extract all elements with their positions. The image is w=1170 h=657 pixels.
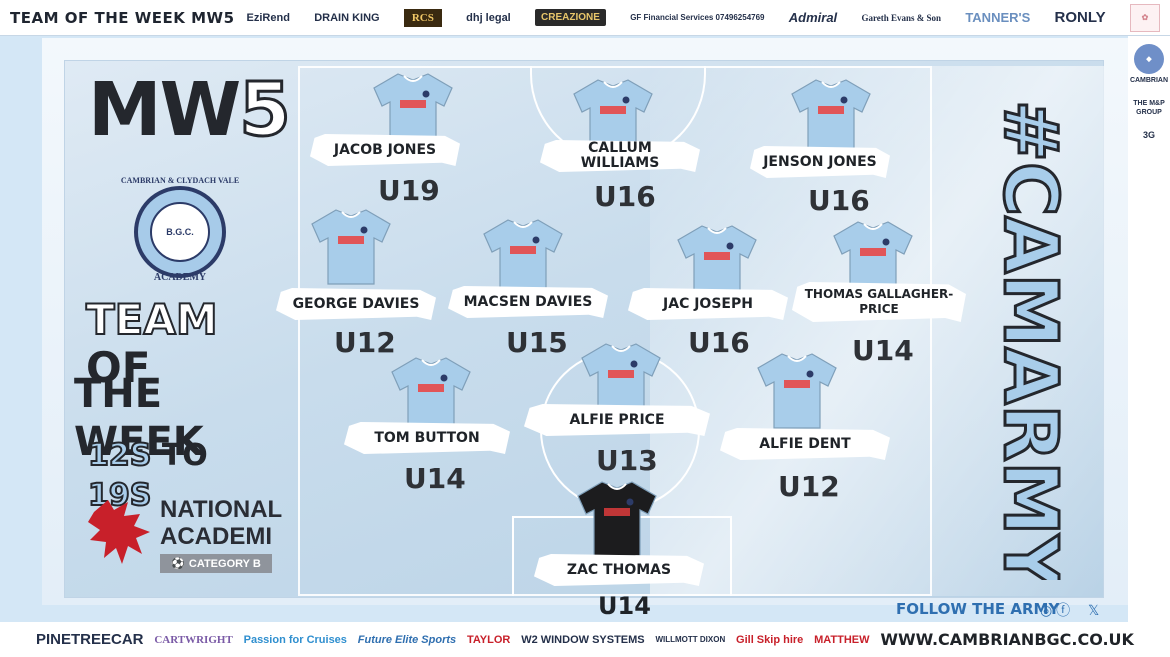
sponsor-list: EziRend DRAIN KING RCS dhj legal CREAZIO… — [246, 3, 1160, 32]
player-name-plate: MACSEN DAVIES — [448, 286, 608, 318]
sponsor-logo: DRAIN KING — [314, 11, 380, 24]
welsh-dragon-icon — [88, 500, 150, 564]
player-shirt-icon — [757, 353, 837, 429]
player-age-group: U16 — [808, 184, 870, 217]
title-the-week: THE WEEK — [74, 371, 204, 465]
sponsor-logo: Passion for Cruises — [243, 633, 347, 646]
player-name-plate: ALFIE PRICE — [524, 404, 710, 436]
website-link[interactable]: WWW.CAMBRIANBGC.CO.UK — [880, 630, 1134, 649]
facebook-icon[interactable]: ⓕ — [1056, 602, 1071, 618]
club-name: CAMBRIAN & CLYDACH VALE — [120, 176, 240, 185]
player-shirt-icon — [581, 343, 661, 419]
player-shirt-icon — [391, 357, 471, 433]
player-age-group: U14 — [852, 334, 914, 367]
sponsor-logo: dhj legal — [466, 11, 511, 24]
player-age-group: U16 — [688, 326, 750, 359]
sponsor-logo: Future Elite Sports — [357, 633, 457, 646]
sponsor-logo: 3G — [1142, 130, 1155, 140]
sponsor-logo: W2 WINDOW SYSTEMS — [521, 633, 645, 646]
hashtag-text: #CAMARMY — [987, 100, 1073, 580]
sponsor-logo: Admiral — [788, 10, 838, 25]
club-academy: ACADEMY — [153, 272, 207, 283]
sponsor-logo: TAYLOR — [466, 633, 511, 646]
top-sponsor-bar: TEAM OF THE WEEK MW5 EziRend DRAIN KING … — [0, 0, 1170, 36]
sponsor-logo: CREAZIONE — [535, 9, 606, 26]
player-age-group: U12 — [778, 470, 840, 503]
player-name-plate: ALFIE DENT — [720, 428, 890, 460]
sponsor-logo: CARTWRIGHT — [154, 633, 233, 646]
sponsor-logo: RONLY — [1054, 9, 1106, 26]
player-name-plate: THOMAS GALLAGHER-PRICE — [792, 282, 966, 322]
x-icon[interactable]: 𝕏 — [1088, 602, 1100, 618]
ball-icon: ⚽ — [171, 558, 185, 570]
right-sponsor-strip: ◆CAMBRIAN THE M&P GROUP 3G — [1128, 36, 1170, 657]
player-shirt-icon — [573, 79, 653, 155]
social-icons: ◎ ⓕ 𝕏 — [1040, 600, 1099, 620]
matchweek-title: MW5 — [88, 67, 292, 153]
header-title: TEAM OF THE WEEK MW5 — [10, 8, 235, 27]
national-label: NATIONAL — [160, 496, 283, 523]
sponsor-logo: MATTHEW — [814, 633, 870, 646]
player-shirt-icon — [791, 79, 871, 155]
player-age-group: U13 — [596, 444, 658, 477]
sponsor-logo: Gareth Evans & Son — [861, 12, 942, 23]
partner-badge-icon: ✿ — [1129, 3, 1160, 32]
bottom-sponsor-bar: PINETREECAR CARTWRIGHT Passion for Cruis… — [0, 622, 1170, 657]
player-shirt-icon — [373, 73, 453, 149]
club-crest-icon: B.G.C. — [134, 186, 226, 278]
title-team-of: TEAM OF — [85, 295, 219, 392]
sponsor-logo: Gill Skip hire — [736, 633, 804, 646]
player-shirt-icon — [311, 209, 391, 285]
hashtag-graphic: #CAMARMY — [986, 99, 1075, 581]
player-name-plate: GEORGE DAVIES — [276, 288, 436, 320]
sponsor-logo: GF Financial Services 07496254769 — [630, 13, 765, 22]
sponsor-logo: THE M&P GROUP — [1133, 100, 1165, 116]
player-age-group: U14 — [404, 462, 466, 495]
follow-label: FOLLOW THE ARMY — [896, 600, 1060, 618]
player-name-plate: JENSON JONES — [750, 146, 890, 178]
player-age-group: U12 — [334, 326, 396, 359]
crest-icon: ◆ — [1133, 44, 1164, 74]
academi-label: ACADEMI — [160, 523, 272, 550]
sponsor-logo: ◆CAMBRIAN — [1130, 42, 1168, 85]
sponsor-logo: EziRend — [246, 11, 290, 24]
player-name-plate: JACOB JONES — [310, 134, 460, 166]
player-shirt-icon — [833, 221, 913, 297]
player-shirt-icon — [577, 481, 657, 557]
sponsor-logo: WILLMOTT DIXON — [655, 635, 726, 644]
instagram-icon[interactable]: ◎ — [1040, 602, 1053, 618]
player-name-plate: CALLUM WILLIAMS — [540, 140, 700, 172]
club-sub: B.G.C. — [150, 202, 210, 262]
player-name-plate: JAC JOSEPH — [628, 288, 788, 320]
sponsor-logo: TANNER'S — [965, 10, 1031, 25]
category-badge: ⚽CATEGORY B — [160, 554, 272, 573]
sponsor-logo: RCS — [403, 8, 442, 27]
player-name-plate: ZAC THOMAS — [534, 554, 704, 586]
player-age-group: U19 — [378, 174, 440, 207]
player-age-group: U15 — [506, 326, 568, 359]
sponsor-logo: PINETREECAR — [36, 631, 144, 648]
player-shirt-icon — [483, 219, 563, 295]
player-age-group: U14 — [598, 592, 651, 620]
player-age-group: U16 — [594, 180, 656, 213]
player-shirt-icon — [677, 225, 757, 301]
player-name-plate: TOM BUTTON — [344, 422, 510, 454]
